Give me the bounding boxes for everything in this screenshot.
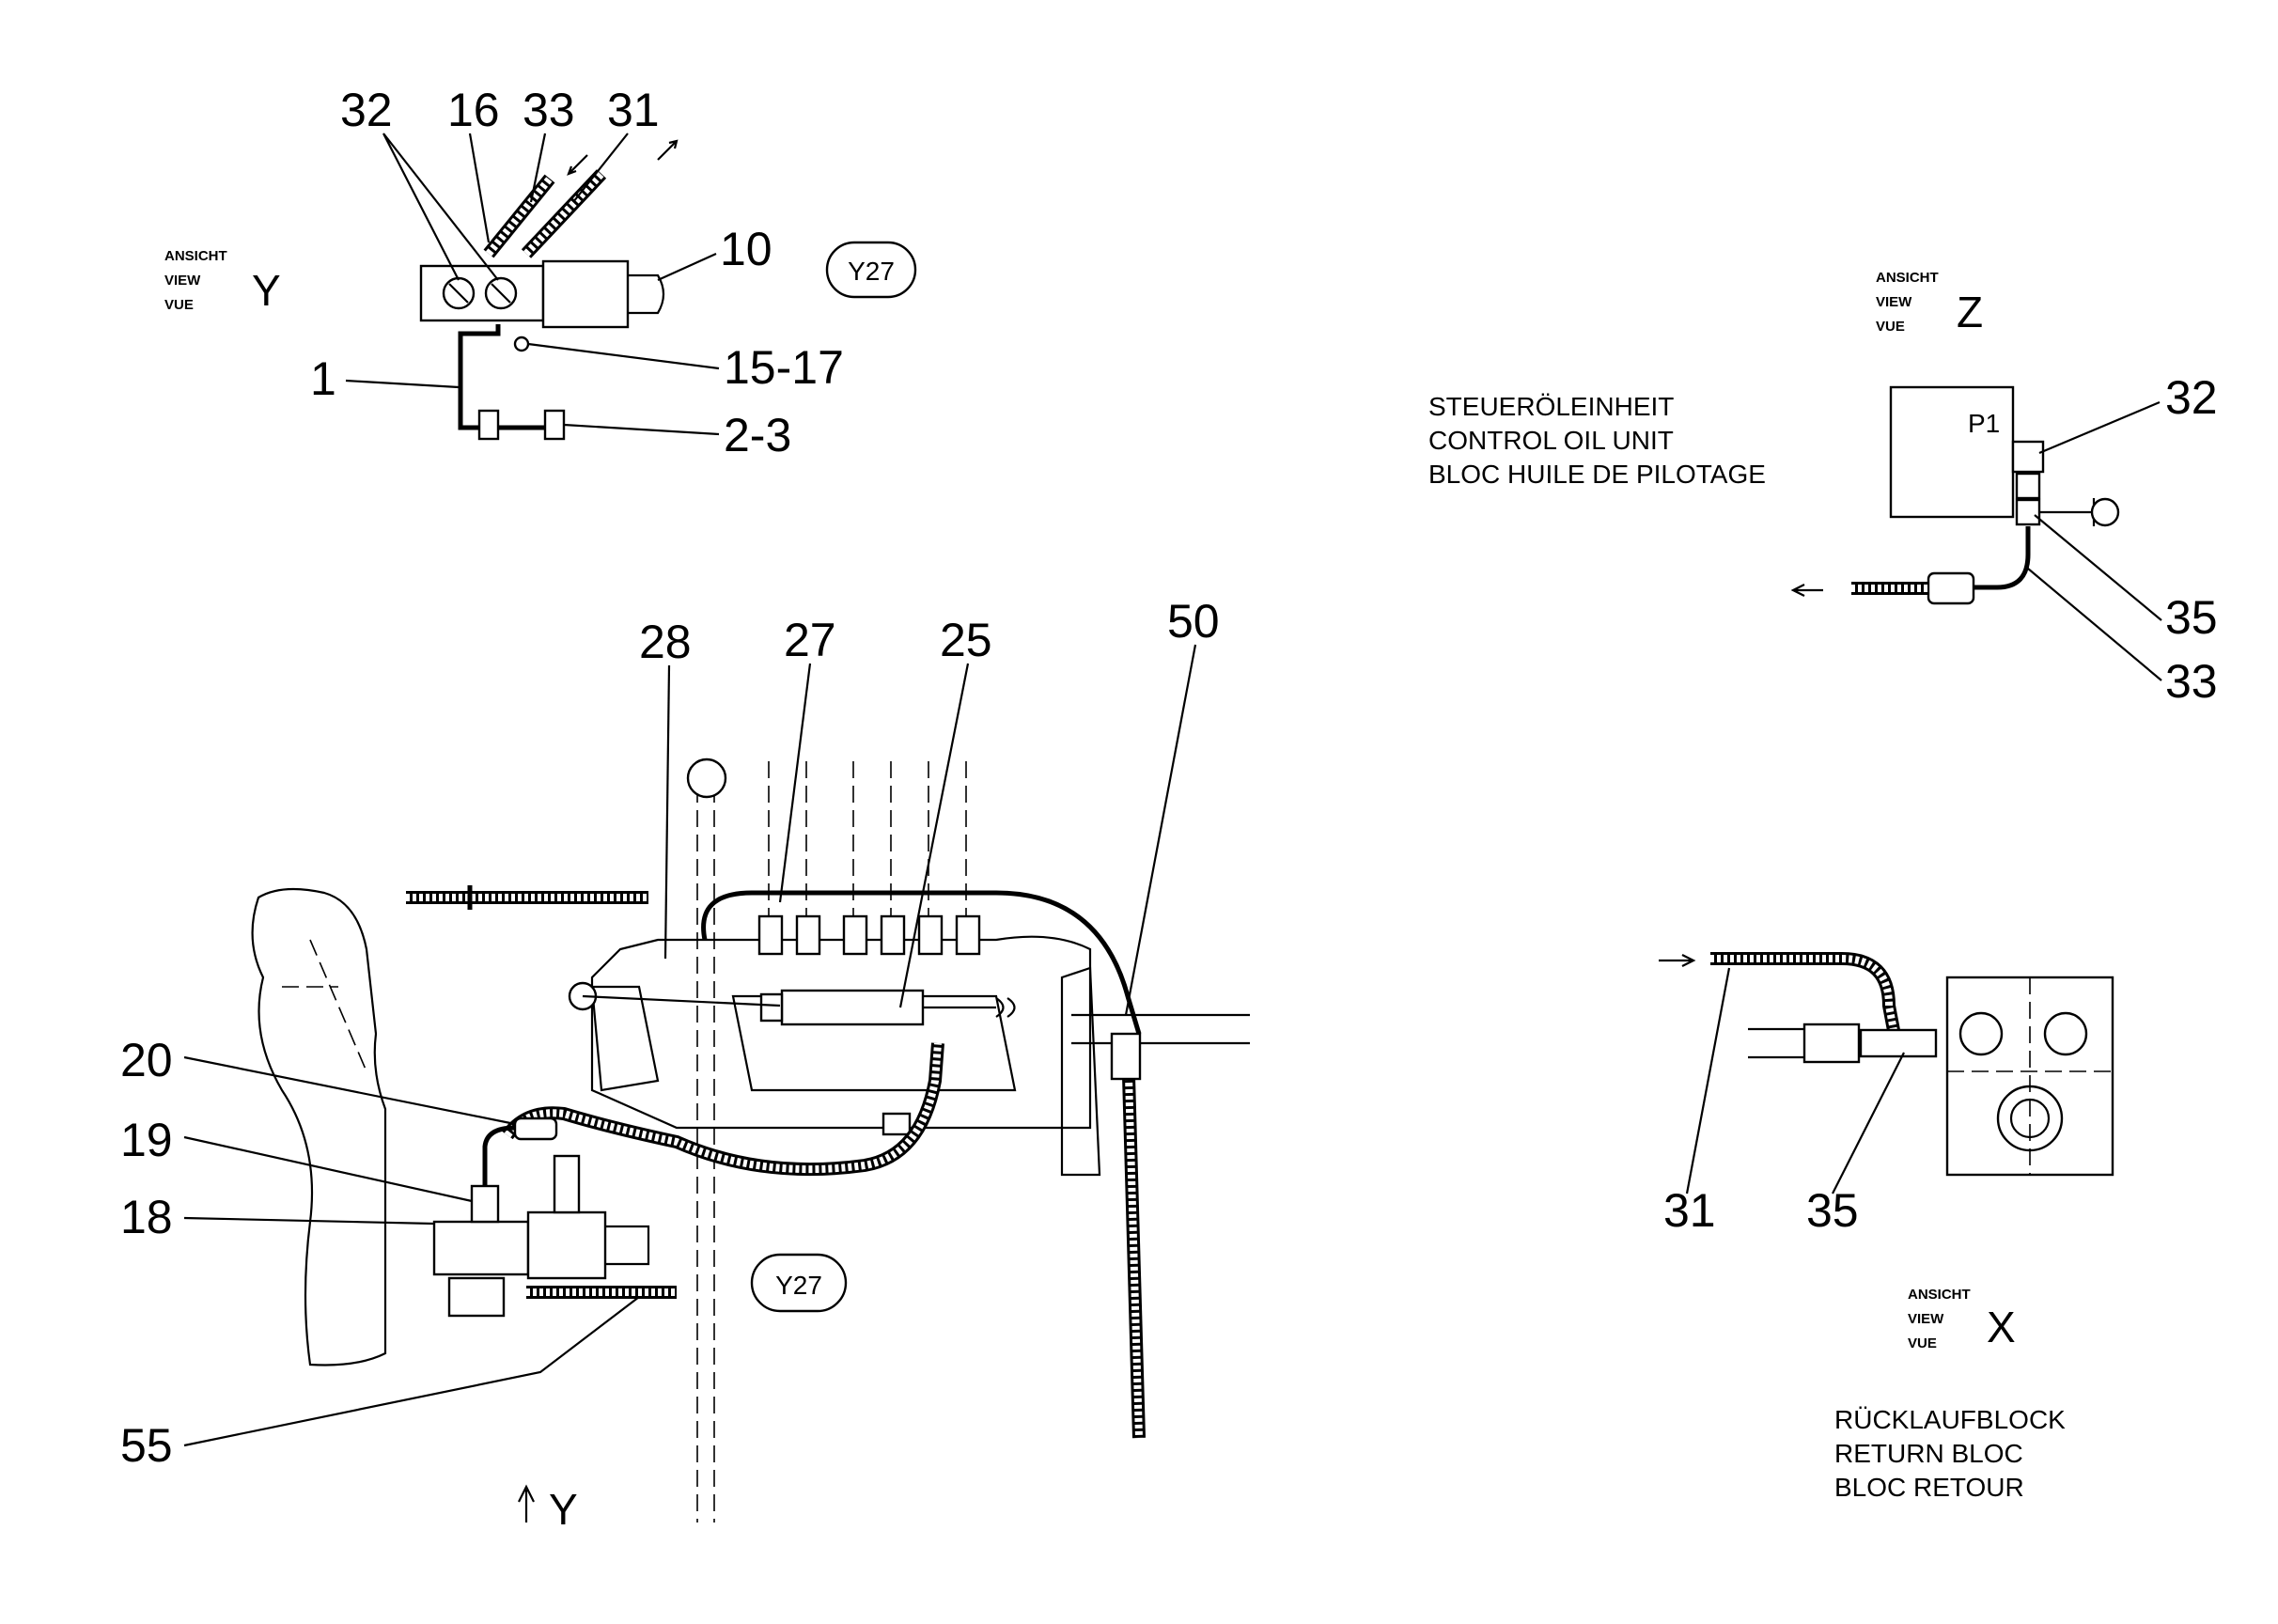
valve-block: [419, 264, 545, 322]
callout-19: 19: [120, 1114, 173, 1166]
callout-31-top: 31: [607, 84, 660, 136]
badge-y27-main-text: Y27: [775, 1271, 822, 1300]
solenoid-body: [541, 259, 630, 329]
callout-50: 50: [1167, 595, 1220, 648]
callout-32-z: 32: [2165, 371, 2218, 424]
caption-control-oil-fr: BLOC HUILE DE PILOTAGE: [1428, 460, 1766, 489]
view-x-letter: X: [1987, 1303, 2016, 1351]
badge-y27-top-text: Y27: [848, 257, 895, 286]
view-x-word-1: ANSICHT: [1908, 1287, 1971, 1303]
axis-vertical: [696, 761, 715, 1522]
callout-16: 16: [447, 84, 500, 136]
callout-2-3: 2-3: [724, 409, 791, 461]
callout-10: 10: [720, 223, 772, 275]
callout-35-z: 35: [2165, 591, 2218, 644]
control-oil-unit-block: [1889, 385, 2015, 519]
caption-return-block-fr: BLOC RETOUR: [1834, 1473, 2024, 1502]
port-label-p1: P1: [1968, 409, 2000, 438]
badge-y27-main: [750, 1253, 848, 1313]
mounting-bracket: [458, 324, 554, 430]
fuel-rail: [752, 890, 1142, 1035]
callout-27: 27: [784, 614, 836, 666]
callout-1: 1: [310, 352, 336, 405]
caption-return-block-en: RETURN BLOC: [1834, 1439, 2023, 1468]
flow-arrow-in: [567, 154, 588, 176]
lifting-eye: [686, 757, 727, 799]
injector-axes: [768, 761, 967, 940]
callout-25: 25: [940, 614, 992, 666]
view-z-word-2: VIEW: [1876, 294, 1912, 310]
callout-55: 55: [120, 1419, 173, 1472]
view-y-word-2: VIEW: [164, 273, 201, 289]
fitting-19: [470, 1184, 500, 1224]
view-y-word-1: ANSICHT: [164, 248, 227, 264]
callout-32-top: 32: [340, 84, 393, 136]
view-z-word-3: VUE: [1876, 319, 1905, 335]
view-arrow-y: [518, 1484, 535, 1522]
view-y-letter: Y: [252, 266, 281, 315]
hose-pilot: [502, 1042, 944, 1177]
callout-33-z: 33: [2165, 655, 2218, 708]
main-assembly: Y27 Y 28 27 25 50 20 19 18 55: [120, 595, 1250, 1534]
view-z-word-1: ANSICHT: [1876, 270, 1939, 286]
valve-main-solenoid: [526, 1210, 607, 1280]
caption-control-oil-de: STEUERÖLEINHEIT: [1428, 392, 1674, 421]
view-arrow-y-label: Y: [549, 1485, 578, 1534]
callout-18: 18: [120, 1191, 173, 1243]
valve-main-block: [432, 1220, 530, 1276]
solenoid-cap: [628, 273, 665, 315]
callout-33-top: 33: [523, 84, 575, 136]
engine-block: [590, 935, 1092, 1130]
badge-y27-top: [825, 241, 917, 299]
caption-return-block-de: RÜCKLAUFBLOCK: [1834, 1405, 2066, 1434]
view-y-word-3: VUE: [164, 297, 194, 313]
callout-20: 20: [120, 1034, 173, 1086]
view-x-word-2: VIEW: [1908, 1311, 1944, 1327]
seat-silhouette: [251, 887, 387, 1366]
callout-28: 28: [639, 616, 692, 668]
view-z-detail: ANSICHT VIEW VUE Z STEUERÖLEINHEIT CONTR…: [1428, 270, 2218, 708]
view-x-detail: 31 35 ANSICHT VIEW VUE X RÜCKLAUFBLOCK R…: [1659, 952, 2114, 1502]
view-x-word-3: VUE: [1908, 1335, 1937, 1351]
linkage-rod: [1071, 1013, 1250, 1045]
caption-control-oil-en: CONTROL OIL UNIT: [1428, 426, 1674, 455]
elbow-pipe-z: [1974, 526, 2031, 590]
callout-15-17: 15-17: [724, 341, 844, 394]
fitting-20: [513, 1116, 558, 1141]
view-z-letter: Z: [1957, 288, 1983, 336]
injector-row: [757, 914, 981, 956]
fitting-18: [553, 1154, 581, 1214]
view-y-detail: ANSICHT VIEW VUE Y Y27 32 16 33 31: [164, 84, 917, 461]
flow-arrow-out: [657, 139, 679, 161]
fitting-32-z: [2011, 440, 2045, 474]
callout-31-x: 31: [1663, 1184, 1716, 1237]
bracket-arm: [590, 985, 660, 1092]
